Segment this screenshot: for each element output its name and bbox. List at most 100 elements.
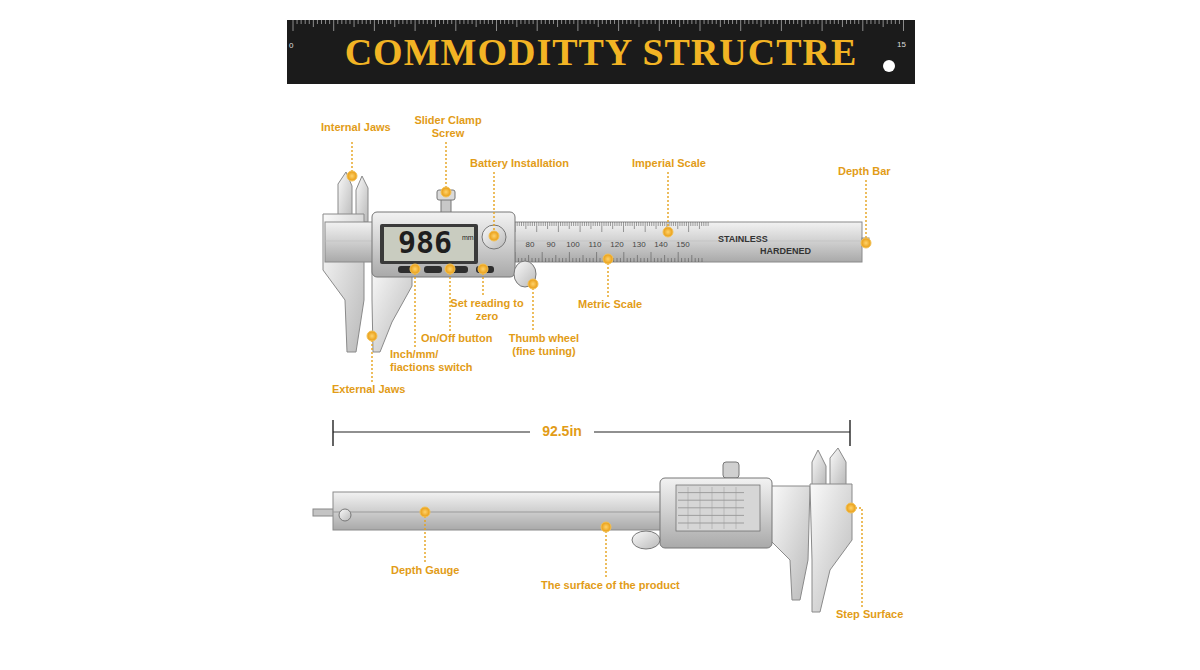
scale-tick <box>562 258 563 262</box>
scale-tick <box>674 258 675 262</box>
part-label: Battery Installation <box>470 157 600 170</box>
callout-dot <box>846 503 856 513</box>
ruler-tick <box>679 20 680 27</box>
ruler-tick <box>598 20 599 27</box>
scale-tick <box>528 222 529 226</box>
ruler-tick <box>333 20 334 31</box>
scale-tick <box>554 222 555 226</box>
leader-line <box>607 259 608 297</box>
ruler-tick <box>451 20 452 24</box>
scale-tick <box>664 255 665 262</box>
ruler-tick <box>305 20 306 24</box>
ruler-tick <box>761 20 762 27</box>
scale-tick <box>560 222 561 226</box>
ruler-tick <box>626 20 627 24</box>
callout-dot <box>445 264 455 274</box>
ruler-tick <box>606 20 607 24</box>
scale-tick <box>643 222 644 226</box>
scale-tick <box>521 222 522 226</box>
ruler-tick <box>789 20 790 24</box>
ruler-tick <box>569 20 570 24</box>
scale-tick <box>593 258 594 262</box>
back-plate <box>676 485 760 531</box>
brand-text: HARDENED <box>760 246 830 256</box>
scale-tick <box>577 222 578 226</box>
scale-tick <box>703 222 704 226</box>
scale-tick <box>535 258 536 262</box>
ruler-tick <box>484 20 485 24</box>
ruler-tick <box>903 20 904 31</box>
scale-tick <box>632 222 633 226</box>
ruler-tick <box>492 20 493 24</box>
scale-tick <box>686 222 687 226</box>
lcd-screen <box>384 227 474 261</box>
scale-tick <box>673 222 674 226</box>
scale-tick <box>705 222 706 226</box>
ruler-tick <box>683 20 684 24</box>
scale-tick <box>579 258 580 262</box>
scale-tick <box>682 222 683 226</box>
scale-number: 130 <box>627 240 651 249</box>
scale-tick <box>597 222 598 226</box>
callout-dot <box>367 331 377 341</box>
slider-jaw <box>770 486 810 600</box>
plate-line <box>700 487 701 529</box>
ruler-tick <box>301 20 302 24</box>
ruler-tick <box>362 20 363 24</box>
ruler-tick <box>622 20 623 24</box>
scale-tick <box>695 222 696 226</box>
ruler-tick <box>887 20 888 24</box>
ruler-tick <box>394 20 395 27</box>
ruler-tick <box>866 20 867 24</box>
ruler-tick <box>398 20 399 24</box>
ruler-tick <box>594 20 595 24</box>
scale-tick <box>575 222 576 226</box>
ruler-tick <box>838 20 839 24</box>
ruler-tick <box>708 20 709 24</box>
clamp-screw <box>723 462 739 478</box>
ruler-tick <box>700 20 701 31</box>
scale-tick <box>545 258 546 262</box>
callout-dot <box>601 522 611 532</box>
ruler-tick <box>744 20 745 24</box>
scale-tick <box>636 222 637 226</box>
callout-dot <box>489 231 499 241</box>
ruler-tick <box>765 20 766 24</box>
ruler-tick <box>809 20 810 24</box>
lcd-frame <box>380 224 478 264</box>
scale-tick <box>569 222 570 229</box>
scale-tick <box>695 258 696 262</box>
scale-number: 110 <box>583 240 607 249</box>
scale-tick <box>567 222 568 226</box>
part-label: Step Surface <box>836 608 936 621</box>
scale-tick <box>644 258 645 262</box>
ruler-tick <box>781 20 782 31</box>
ruler-tick <box>826 20 827 24</box>
beam-groove <box>333 512 660 513</box>
leader-line <box>865 180 866 243</box>
scale-number: 80 <box>518 240 542 249</box>
ruler-tick <box>459 20 460 24</box>
internal-jaw <box>812 450 826 486</box>
ruler-tick <box>341 20 342 24</box>
ruler-tick <box>349 20 350 24</box>
part-label: Metric Scale <box>578 298 678 311</box>
scale-tick <box>528 255 529 262</box>
ruler-tick <box>732 20 733 24</box>
ruler-tick <box>862 20 863 31</box>
ruler-tick <box>577 20 578 31</box>
ruler-tick <box>858 20 859 24</box>
scale-tick <box>599 222 600 226</box>
scale-tick <box>671 222 672 226</box>
part-label: On/Off button <box>421 332 521 345</box>
plate-line <box>736 487 737 529</box>
ruler-tick <box>773 20 774 24</box>
ruler-tick <box>834 20 835 24</box>
scale-tick <box>664 222 665 226</box>
ruler-tick <box>345 20 346 24</box>
scale-tick <box>653 222 654 226</box>
scale-tick <box>671 258 672 262</box>
ruler-tick <box>573 20 574 24</box>
scale-tick <box>638 222 639 226</box>
scale-tick <box>543 222 544 226</box>
